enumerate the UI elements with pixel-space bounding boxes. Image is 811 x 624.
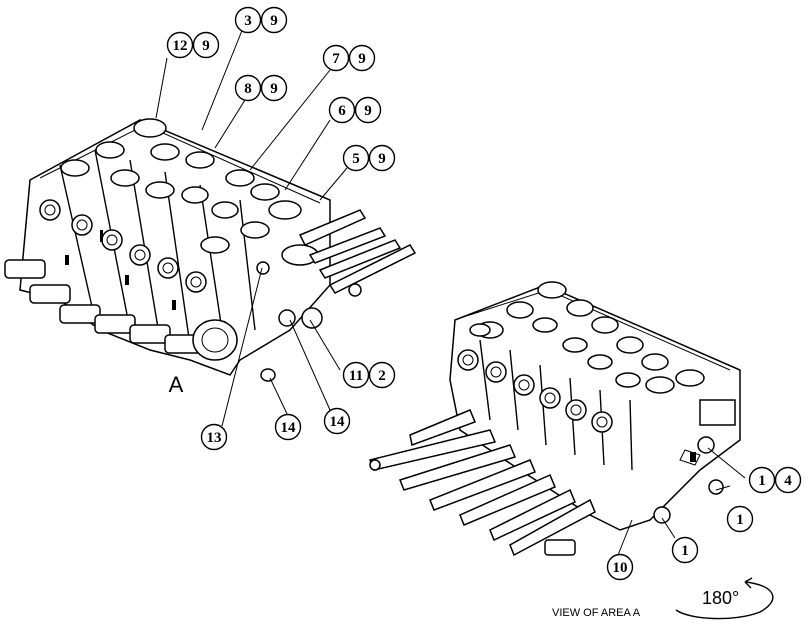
- area-letter-label: A: [169, 372, 184, 397]
- callout-number: 5: [352, 151, 360, 167]
- callout-circle: [774, 466, 802, 494]
- callout-circle: [200, 423, 228, 451]
- callout-circle: [234, 6, 262, 34]
- callout-12-9: 12 9: [166, 31, 220, 59]
- callout-circle: [671, 536, 699, 564]
- callout-number: 3: [244, 13, 252, 29]
- callout-number: 1: [758, 473, 766, 489]
- view-caption-label: VIEW OF AREA A: [552, 607, 641, 619]
- callout-number: 2: [378, 368, 386, 384]
- callout-circle: [368, 361, 396, 389]
- callout-circle: [260, 74, 288, 102]
- callout-circle: [748, 466, 776, 494]
- callout-number: 1: [736, 512, 744, 528]
- leader-lines: [155, 27, 746, 556]
- left-side-ports: [39, 199, 207, 293]
- callout-13: 13: [200, 423, 228, 451]
- callout-circle: [348, 44, 376, 72]
- callout-circle: [322, 44, 350, 72]
- callout-14: 14: [323, 407, 351, 435]
- callout-number: 9: [202, 38, 210, 54]
- callout-circle: [328, 96, 356, 124]
- callout-number: 8: [244, 81, 252, 97]
- callout-number: 10: [613, 560, 628, 576]
- callout-number: 9: [270, 81, 278, 97]
- callout-circle: [606, 553, 634, 581]
- callout-1: 1: [726, 505, 754, 533]
- callout-number: 7: [332, 51, 340, 67]
- callout-circle: [323, 407, 351, 435]
- callout-circle: [260, 6, 288, 34]
- callout-circle: [192, 31, 220, 59]
- callout-number: 9: [358, 51, 366, 67]
- callout-number: 9: [378, 151, 386, 167]
- right-valve-assembly: [368, 281, 741, 557]
- left-levers: [298, 209, 417, 297]
- rotation-label: 180°: [702, 588, 739, 608]
- right-spool-ends: [368, 409, 596, 557]
- callout-1: 1: [671, 536, 699, 564]
- left-spool-ends: [4, 259, 206, 354]
- callout-circle: [342, 144, 370, 172]
- left-valve-assembly: [4, 118, 417, 382]
- right-side-ports: [457, 349, 613, 433]
- callout-number: 9: [270, 13, 278, 29]
- callout-14: 14: [274, 413, 302, 441]
- callout-circle: [234, 74, 262, 102]
- callout-number: 11: [349, 368, 363, 384]
- callout-10: 10: [606, 553, 634, 581]
- right-top-ports: [469, 281, 705, 394]
- callout-number: 9: [364, 103, 372, 119]
- callout-number: 12: [173, 38, 188, 54]
- callout-number: 13: [207, 430, 222, 446]
- callout-circle: [368, 144, 396, 172]
- callout-number: 6: [338, 103, 346, 119]
- callout-number: 14: [330, 414, 346, 430]
- callout-circle: [342, 361, 370, 389]
- callout-11-2: 11 2: [342, 361, 396, 389]
- callout-number: 14: [281, 420, 297, 436]
- callout-circle: [166, 31, 194, 59]
- callout-number: 1: [681, 543, 689, 559]
- callout-circle: [354, 96, 382, 124]
- callout-circle: [726, 505, 754, 533]
- callout-number: 4: [784, 473, 792, 489]
- callout-circle: [274, 413, 302, 441]
- rotation-180-arrow: [675, 577, 774, 620]
